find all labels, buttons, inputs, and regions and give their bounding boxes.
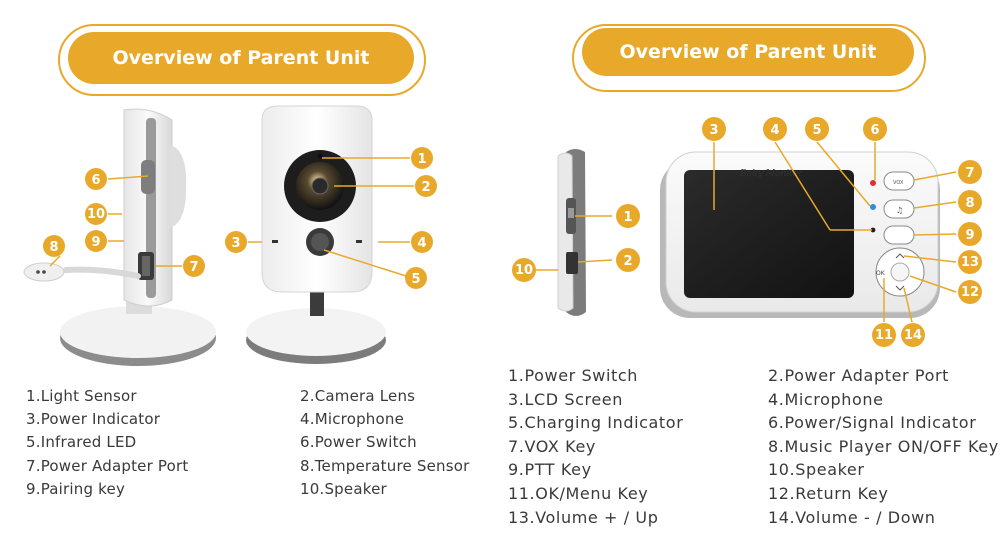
legend-item: 1.Light Sensor: [26, 387, 137, 405]
callout-left-5: 5: [405, 267, 427, 289]
legend-item: 9.PTT Key: [508, 460, 592, 480]
callout-right-4: 4: [763, 117, 787, 141]
callout-left-9: 9: [85, 230, 107, 252]
callout-left-10: 10: [85, 203, 107, 225]
callout-right-8: 8: [958, 190, 982, 214]
callout-right-6: 6: [863, 117, 887, 141]
callouts-right: 1 2 3 4 5 6 7 8 9 10 11 12 13 14: [512, 117, 982, 347]
svg-text:♫: ♫: [896, 206, 903, 215]
callout-right-10: 10: [512, 258, 536, 282]
vox-label: VOX: [893, 180, 904, 186]
callout-right-1: 1: [616, 204, 640, 228]
legend-right-col1: 1.Power Switch 3.LCD Screen 5.Charging I…: [508, 364, 683, 529]
legend-item: 8.Temperature Sensor: [300, 456, 470, 475]
legend-item: 7.VOX Key: [508, 436, 596, 456]
legend-item: 3.LCD Screen: [508, 389, 623, 409]
callout-left-6: 6: [85, 168, 107, 190]
legend-item: 10.Speaker: [300, 479, 387, 498]
header-right-title: Overview of Parent Unit: [582, 28, 914, 76]
legend-item: 5.Infrared LED: [26, 433, 137, 452]
camera-front-view: [246, 105, 386, 364]
svg-text:8: 8: [49, 240, 58, 255]
legend-item: 6.Power/Signal Indicator: [768, 413, 977, 433]
callout-left-7: 7: [183, 255, 205, 277]
legend-item: 12.Return Key: [768, 483, 889, 503]
svg-text:1: 1: [623, 210, 632, 225]
svg-text:8: 8: [965, 196, 974, 211]
legend-item: 11.OK/Menu Key: [508, 483, 649, 503]
legend-item: 14.Volume - / Down: [768, 507, 936, 527]
legend-item: 4.Microphone: [768, 389, 884, 409]
legend-left-col2: 2.Camera Lens 4.Microphone 6.Power Switc…: [300, 385, 470, 501]
brand-label: Baby Monitor: [739, 169, 803, 179]
legend-item: 1.Power Switch: [508, 366, 639, 385]
callout-left-4: 4: [411, 231, 433, 253]
callout-right-13: 13: [958, 250, 982, 274]
callout-left-8: 8: [43, 235, 65, 257]
monitor-side-view: [557, 149, 586, 316]
monitor-front-view: Baby Monitor VOX ♫ OK: [660, 151, 940, 318]
callout-right-2: 2: [616, 248, 640, 272]
svg-text:3: 3: [709, 123, 718, 138]
svg-text:9: 9: [965, 228, 974, 243]
svg-text:4: 4: [770, 123, 779, 138]
legend-item: 5.Charging Indicator: [508, 413, 684, 433]
camera-side-view: [23, 108, 216, 366]
legend-item: 3.Power Indicator: [26, 410, 161, 429]
callout-right-11: 11: [872, 323, 896, 347]
svg-text:4: 4: [417, 236, 426, 251]
svg-text:10: 10: [515, 263, 533, 278]
callout-right-9: 9: [958, 222, 982, 246]
svg-text:14: 14: [904, 328, 922, 343]
header-left-title: Overview of Parent Unit: [68, 32, 414, 84]
svg-text:9: 9: [91, 235, 100, 250]
legend-item: 2.Camera Lens: [300, 387, 416, 405]
callout-left-3: 3: [225, 231, 247, 253]
svg-text:5: 5: [411, 272, 420, 287]
legend-item: 4.Microphone: [300, 410, 405, 429]
svg-text:6: 6: [91, 173, 100, 188]
legend-item: 10.Speaker: [768, 460, 865, 480]
callouts-left: 1 2 3 4 5 6 7 8 9 10: [43, 147, 437, 289]
legend-left-col1: 1.Light Sensor 3.Power Indicator 5.Infra…: [26, 385, 188, 501]
svg-text:11: 11: [875, 328, 893, 343]
callout-right-7: 7: [958, 160, 982, 184]
callout-right-14: 14: [901, 323, 925, 347]
legend-item: 7.Power Adapter Port: [26, 456, 189, 475]
legend-right-col2: 2.Power Adapter Port 4.Microphone 6.Powe…: [768, 364, 999, 529]
leader-lines: [49, 141, 957, 323]
callout-left-2: 2: [415, 175, 437, 197]
svg-text:10: 10: [87, 207, 105, 222]
callout-left-1: 1: [411, 147, 433, 169]
legend-item: 9.Pairing key: [26, 479, 126, 498]
svg-text:13: 13: [961, 255, 979, 270]
legend-item: 2.Power Adapter Port: [768, 366, 950, 385]
svg-text:7: 7: [965, 166, 974, 181]
svg-text:12: 12: [961, 285, 979, 300]
callout-right-5: 5: [805, 117, 829, 141]
legend-item: 6.Power Switch: [300, 433, 417, 452]
svg-text:2: 2: [623, 254, 632, 269]
svg-text:1: 1: [417, 152, 426, 167]
svg-text:3: 3: [231, 236, 240, 251]
callout-right-3: 3: [702, 117, 726, 141]
legend-item: 8.Music Player ON/OFF Key: [768, 436, 999, 456]
callout-right-12: 12: [958, 280, 982, 304]
svg-text:5: 5: [812, 123, 821, 138]
svg-text:6: 6: [870, 123, 879, 138]
svg-text:2: 2: [421, 180, 430, 195]
ok-label: OK: [876, 270, 886, 277]
svg-text:7: 7: [189, 260, 198, 275]
legend-item: 13.Volume + / Up: [508, 507, 659, 527]
